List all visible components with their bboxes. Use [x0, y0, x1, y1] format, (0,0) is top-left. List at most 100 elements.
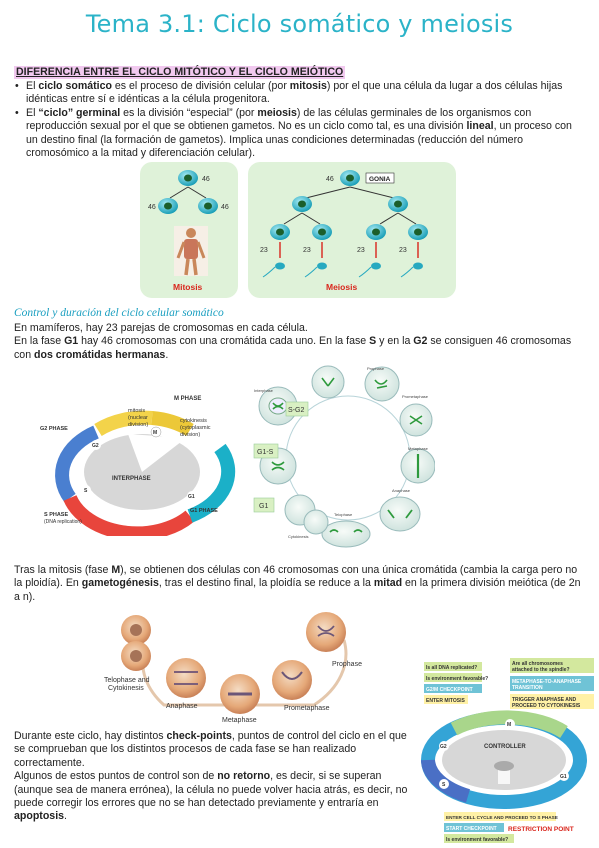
g2-badge: G2	[440, 744, 447, 750]
controller-label: CONTROLLER	[484, 744, 526, 750]
anaphase-tag: Anaphase	[392, 488, 411, 493]
start-checkpoint: START CHECKPOINT	[446, 826, 497, 832]
cell-cycle-diagram: INTERPHASE M PHASE mitosis (nuclear divi…	[40, 396, 236, 536]
mitosis-label: Mitosis	[173, 282, 203, 292]
label-46: 46	[148, 204, 156, 211]
mitosis-cell	[158, 198, 178, 214]
paragraph-3: Durante este ciclo, hay distintos check-…	[14, 730, 409, 824]
label-23: 23	[260, 247, 268, 254]
paragraph-1: En mamíferos, hay 23 parejas de cromosom…	[14, 322, 586, 362]
prophase-caption: Prophase	[332, 661, 362, 668]
m-badge: M	[153, 430, 157, 436]
label-23: 23	[399, 247, 407, 254]
meiosis-label: Meiosis	[326, 282, 357, 292]
meiosis-panel	[248, 162, 456, 298]
cytokinesis-label: cytokinesis	[180, 418, 207, 424]
g1-s-label: G1-S	[257, 449, 274, 456]
g2-phase-label: G2 PHASE	[40, 426, 68, 432]
g1-badge: G1	[188, 494, 195, 500]
sperm-icon	[304, 262, 327, 278]
s-g2-label: S-G2	[288, 407, 304, 414]
cytokinesis-tag: Cytokinesis	[288, 534, 308, 539]
s-badge: S	[442, 782, 446, 788]
interphase-label: INTERPHASE	[112, 476, 151, 482]
enter-mitosis: ENTER MITOSIS	[426, 698, 465, 704]
subsection-title: Control y duración del ciclo celular som…	[14, 307, 224, 319]
nuclear-label: (nuclear	[128, 415, 148, 421]
transition-label: TRANSITION	[512, 685, 543, 691]
metaphase-anaphase: METAPHASE-TO-ANAPHASE	[512, 679, 582, 685]
question-dna: Is all DNA replicated?	[426, 665, 477, 671]
m-phase-label: M PHASE	[174, 396, 201, 402]
restriction-point: RESTRICTION POINT	[508, 826, 574, 833]
mitosis-label: mitosis	[128, 408, 145, 414]
sperm-icon	[358, 262, 381, 278]
m-arc	[450, 710, 568, 738]
stage-prophase	[364, 366, 400, 402]
label-46: 46	[326, 176, 334, 183]
label-23: 23	[303, 247, 311, 254]
stage-prometaphase	[399, 403, 433, 437]
interphase-tag: Interphase	[254, 388, 274, 393]
mitosis-meiosis-figure: 46 46 46 Mitosis 46 GONIA 23 23 23 23 Me…	[140, 162, 456, 298]
stage-prometaphase-photo	[272, 660, 312, 700]
bullet-ciclo-germinal: El “ciclo” germinal es la división “espe…	[14, 107, 586, 161]
mitosis-cell	[198, 198, 218, 214]
dna-replication-label: (DNA replication)	[44, 519, 82, 525]
g1-phase-label: G1 PHASE	[190, 508, 218, 514]
g2-badge: G2	[92, 443, 99, 449]
division-label: division)	[128, 422, 148, 428]
meiosis-cell	[366, 224, 386, 240]
stage-cell	[311, 365, 345, 399]
meiosis-cell	[408, 224, 428, 240]
meiosis-cell	[388, 196, 408, 212]
m-wedge	[128, 434, 186, 472]
question-chromosomes-b: attached to the spindle?	[512, 667, 570, 673]
prophase-tag: Prophase	[367, 366, 385, 371]
trigger-anaphase: TRIGGER ANAPHASE AND	[512, 697, 576, 703]
meiosis-cell	[340, 170, 360, 186]
m-arc-2	[151, 411, 194, 437]
proceed-cytokinesis: PROCEED TO CYTOKINESIS	[512, 703, 581, 709]
prometaphase-caption: Prometaphase	[284, 705, 330, 712]
s-arc	[421, 759, 471, 803]
stage-anaphase-photo	[166, 658, 206, 698]
question-chromosomes: Are all chromosomes	[512, 661, 563, 667]
s-phase-label: S PHASE	[44, 512, 68, 518]
telophase-caption: Telophase and	[104, 677, 150, 684]
prometaphase-tag: Prometaphase	[402, 394, 429, 399]
mitosis-stages-cycle: S-G2 G1-S G1 Interphase Prophase Prometa…	[253, 365, 435, 548]
bullet-ciclo-somatico: El ciclo somático es el proceso de divis…	[14, 80, 586, 107]
question-env: Is environment favorable?	[426, 676, 488, 682]
g1-label: G1	[259, 503, 268, 510]
controller-disc	[442, 730, 566, 790]
g2-arc	[55, 425, 99, 503]
mitosis-cell	[178, 170, 198, 186]
bullet-list: El ciclo somático es el proceso de divis…	[14, 80, 586, 160]
stage-metaphase	[400, 448, 435, 484]
s-badge: S	[84, 488, 88, 494]
meiosis-cell	[292, 196, 312, 212]
stage-telophase	[321, 520, 371, 548]
m-badge: M	[507, 722, 511, 728]
stage-metaphase-photo	[220, 674, 260, 714]
paragraph-1-line: En mamíferos, hay 23 parejas de cromosom…	[14, 322, 308, 334]
section-heading: DIFERENCIA ENTRE EL CICLO MITÓTICO Y EL …	[14, 66, 346, 80]
g1-arc	[187, 443, 236, 523]
page-title: Tema 3.1: Ciclo somático y meiosis	[85, 10, 514, 38]
label-46: 46	[202, 176, 210, 183]
stage-prophase-photo	[306, 612, 346, 652]
checkpoint-diagram: Is all DNA replicated? Is environment fa…	[421, 658, 594, 843]
g2m-checkpoint: G2/M CHECKPOINT	[426, 687, 473, 693]
sperm-icon	[400, 262, 423, 278]
mitosis-stages-photos: Prophase Prometaphase Metaphase Anaphase…	[104, 612, 362, 724]
paragraph-3-a: Durante este ciclo, hay distintos check-…	[14, 730, 407, 769]
stage-cytokinesis	[284, 494, 329, 535]
anaphase-caption: Anaphase	[166, 703, 198, 710]
paragraph-2: Tras la mitosis (fase M), se obtienen do…	[14, 564, 581, 603]
g1-badge: G1	[560, 774, 567, 780]
metaphase-tag: Metaphase	[408, 446, 429, 451]
label-23: 23	[357, 247, 365, 254]
paragraph-1-text: En la fase G1 hay 46 cromosomas con una …	[14, 335, 572, 361]
cytokinesis-caption: Cytokinesis	[108, 685, 144, 692]
